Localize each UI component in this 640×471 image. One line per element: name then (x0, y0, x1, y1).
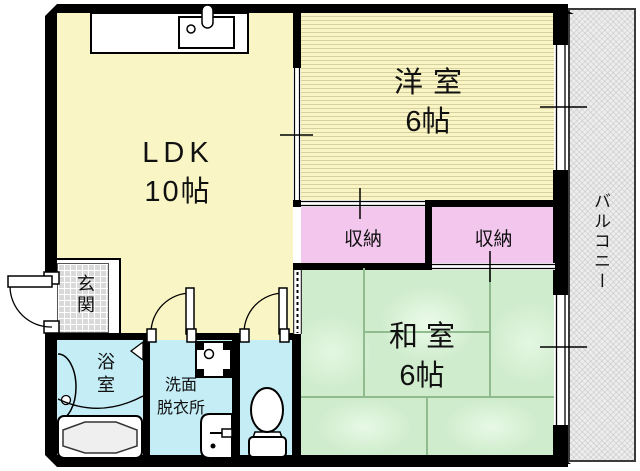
wall-closet-bottom (293, 263, 432, 270)
label-balcony: バルコニー (591, 192, 610, 292)
bath-curve (57, 395, 144, 409)
sliding-door-closet-left (301, 188, 425, 219)
door-jamb (186, 328, 197, 343)
wall-closet-divider (425, 200, 432, 270)
western-name: 洋室 (393, 67, 472, 99)
wall-bath-washroom (143, 340, 150, 455)
vanity-dot (210, 443, 216, 449)
wall-wet-top-2 (193, 333, 243, 340)
bevel-bottom-right (553, 451, 571, 464)
label-ldk: LDK 10帖 (118, 134, 238, 212)
washroom-door (146, 287, 197, 343)
washroom-door-arc (150, 292, 192, 334)
vanity-sink (200, 413, 233, 459)
tatami-lines (301, 268, 555, 455)
wall-corner-closet (293, 200, 301, 207)
entrance-door (7, 271, 60, 334)
japanese-name: 和室 (388, 321, 463, 353)
wall-washroom-toilet (232, 340, 240, 455)
wall-wet-top-3 (286, 333, 301, 340)
label-washroom: 洗面 脱衣所 (140, 374, 222, 420)
washroom-line1: 洗面 (164, 377, 197, 394)
wall-top (45, 4, 568, 13)
toilet-door-leaf (278, 287, 288, 335)
entrance-door-leaf (7, 275, 53, 288)
western-size: 6帖 (405, 106, 451, 138)
sink-drain-icon (186, 24, 196, 34)
sliding-door-closet-right (432, 251, 555, 282)
toilet-bowl (250, 387, 284, 433)
bevel-top-right (553, 4, 574, 14)
japanese-size: 6帖 (399, 360, 445, 392)
toilet-door (239, 287, 290, 343)
wall-bottom (45, 455, 568, 467)
door-jamb (279, 328, 290, 343)
label-western: 洋室 6帖 (348, 64, 508, 142)
toilet-base (248, 436, 287, 458)
door-jamb (146, 328, 157, 343)
wall-right-middle (553, 170, 568, 295)
washing-machine-pan (195, 341, 232, 378)
wall-ldk-western (293, 13, 301, 68)
entrance-floor (57, 263, 109, 333)
toilet (248, 387, 287, 458)
door-jamb (239, 328, 250, 343)
bevel-bottom-left (45, 455, 57, 467)
ldk-size: 10帖 (144, 176, 212, 208)
sliding-door-ldk-western (280, 68, 313, 200)
kitchen-counter (90, 4, 249, 54)
bevel-top-left (45, 4, 57, 16)
bath-fixtures (57, 340, 144, 459)
ldk-name: LDK (142, 137, 214, 169)
room-closet-right (432, 207, 555, 263)
bathtub-inner (62, 421, 138, 454)
label-bathroom: 浴室 (95, 352, 115, 398)
kitchen-faucet-icon (201, 4, 214, 29)
wall-right-upper (553, 4, 568, 45)
window-japanese (540, 295, 587, 425)
wall-toilet-japanese (292, 333, 301, 455)
vanity-faucet-icon (221, 428, 233, 438)
label-closet-right: 収納 (474, 229, 513, 250)
window-western (540, 45, 587, 170)
room-balcony (568, 8, 636, 462)
bath-basin (57, 353, 77, 421)
label-entrance: 玄関 (75, 274, 95, 316)
label-japanese: 和室 6帖 (342, 318, 502, 396)
washroom-door-leaf (185, 287, 195, 335)
toilet-door-arc (243, 292, 285, 334)
sliding-door-japanese (293, 270, 302, 334)
label-closet-left: 収納 (343, 229, 382, 250)
entrance-door-arc (9, 286, 53, 328)
washroom-line2: 脱衣所 (156, 400, 205, 417)
room-closet-left (301, 207, 425, 263)
wall-wet-top-1 (45, 333, 150, 340)
wall-left (45, 4, 57, 467)
bath-door-marker (129, 340, 144, 362)
room-western (301, 13, 555, 200)
washer-drain-icon (203, 348, 215, 360)
wall-western-bottom (425, 200, 555, 207)
